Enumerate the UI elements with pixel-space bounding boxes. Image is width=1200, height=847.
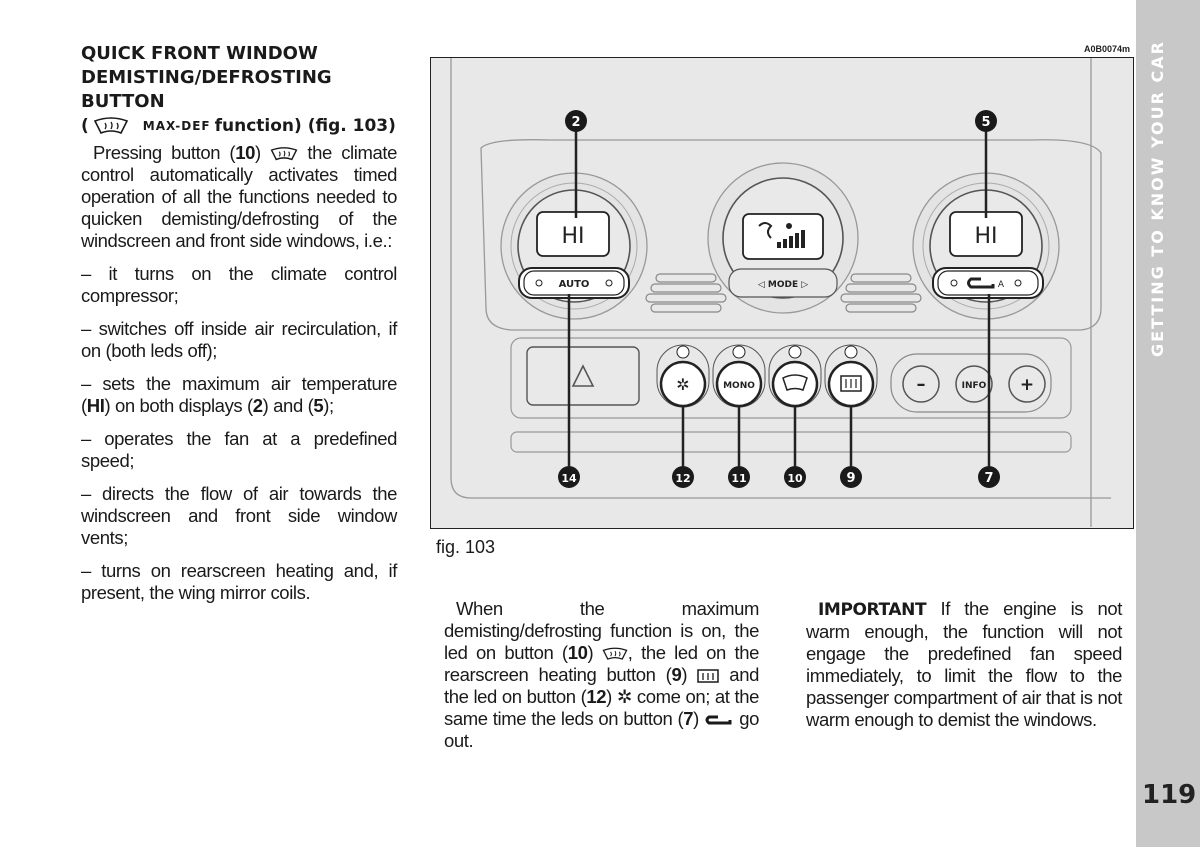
left-column: QUICK FRONT WINDOW DEMISTING/DEFROSTING …: [81, 42, 397, 615]
windscreen-defrost-icon: [93, 117, 128, 135]
callout-7: 7: [984, 471, 993, 486]
plus-button-label: +: [1020, 375, 1034, 395]
callout-5: 5: [981, 115, 990, 130]
bullet-rearscreen: – turns on rearscreen heating and, if pr…: [81, 560, 397, 603]
bullet-recirculation: – switches off inside air recirculation,…: [81, 318, 397, 361]
mode-button[interactable]: [728, 268, 838, 298]
figure-code: A0B0074m: [1084, 44, 1131, 54]
figure-caption: fig. 103: [436, 537, 496, 557]
right-air-vent: [840, 273, 922, 313]
callout-10: 10: [787, 472, 803, 485]
snowflake-icon: ✲: [616, 686, 633, 707]
mono-button[interactable]: [712, 344, 766, 408]
section-heading: QUICK FRONT WINDOW DEMISTING/DEFROSTING …: [81, 43, 332, 112]
auto-button-label: AUTO: [559, 279, 590, 290]
bullet-air-flow: – directs the flow of air towards the wi…: [81, 483, 397, 548]
max-def-button[interactable]: [768, 344, 822, 408]
callout-12: 12: [675, 472, 690, 485]
left-display-value: HI: [561, 224, 584, 249]
callout-14: 14: [561, 472, 577, 485]
info-button[interactable]: [955, 365, 993, 403]
recirculation-auto-label: A: [998, 280, 1005, 290]
page-number: 119: [1142, 780, 1197, 810]
callout-2: 2: [571, 115, 580, 130]
windscreen-defrost-icon: [270, 147, 298, 161]
climate-control-illustration: ✲: [450, 58, 1111, 528]
demisting-leds-paragraph: When the maximum demisting/defrosting fu…: [444, 598, 760, 751]
hazard-button[interactable]: [526, 346, 640, 406]
recirculation-icon: [967, 277, 995, 289]
mode-button-label: ◁ MODE ▷: [758, 280, 808, 290]
compressor-button[interactable]: ✲: [656, 344, 710, 408]
climate-control-figure: ✲: [430, 57, 1134, 529]
svg-text:✲: ✲: [676, 375, 689, 394]
bullet-fan: – operates the fan at a predefined speed…: [81, 428, 397, 471]
minus-button-label: –: [917, 374, 926, 395]
subheading: ( MAX-DEF function) (fig. 103): [81, 116, 396, 136]
mono-button-label: MONO: [723, 381, 755, 391]
important-column: IMPORTANT If the engine is not warm enou…: [806, 598, 1122, 731]
bullet-temperature: – sets the maximum air temperature (HI) …: [81, 373, 397, 416]
section-title: GETTING TO KNOW YOUR CAR: [1148, 40, 1167, 357]
callout-11: 11: [731, 472, 746, 485]
intro-paragraph: Pressing button (10) the climate control…: [81, 142, 397, 251]
recirculation-icon: [705, 715, 732, 725]
bullet-compressor: – it turns on the climate control compre…: [81, 263, 397, 306]
fan-bars-icon: [758, 222, 805, 248]
rearscreen-heating-button[interactable]: [824, 344, 878, 408]
section-sidebar: [1136, 0, 1200, 847]
rearscreen-heating-icon: [697, 669, 719, 683]
left-air-vent: [645, 273, 727, 313]
mode-display: [742, 213, 824, 260]
windscreen-defrost-icon: [602, 647, 628, 660]
minus-button[interactable]: [902, 365, 940, 403]
left-temperature-display: [536, 211, 610, 257]
right-display-value: HI: [974, 224, 997, 249]
important-paragraph: IMPORTANT If the engine is not warm enou…: [806, 598, 1122, 730]
demisting-leds-column: When the maximum demisting/defrosting fu…: [444, 598, 759, 752]
hazard-triangle-icon: [571, 364, 595, 387]
callout-9: 9: [846, 471, 855, 486]
plus-button[interactable]: [1008, 365, 1046, 403]
info-button-label: INFO: [962, 381, 987, 391]
